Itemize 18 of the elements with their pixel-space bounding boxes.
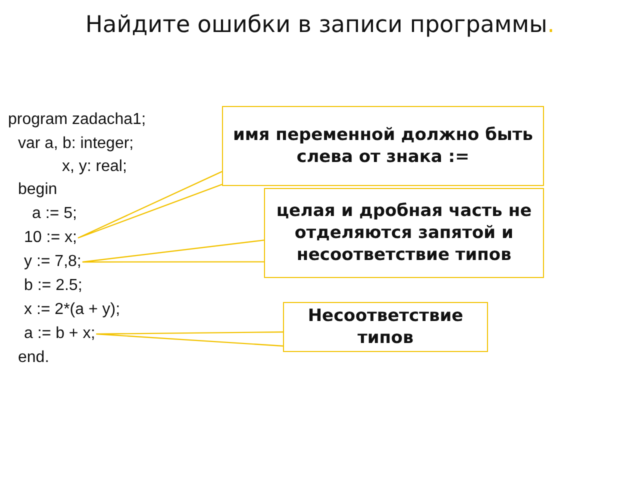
code-line: program zadacha1; [8, 110, 146, 130]
code-line: b := 2.5; [24, 276, 82, 296]
title: Найдите ошибки в записи программы. [84, 12, 556, 38]
callout-box: целая и дробная часть не отделяются запятой и несоответствие типов [264, 188, 544, 278]
code-line: end. [18, 348, 50, 368]
code-line: a := 5; [32, 204, 77, 224]
code-line: x, y: real; [62, 157, 127, 177]
callout-pointer [96, 331, 284, 347]
callout-pointer [77, 171, 223, 239]
code-line: x := 2*(a + y); [24, 300, 120, 320]
callout-box: имя переменной должно быть слева от знака := [222, 106, 544, 186]
callout-box: Несоответствие типов [283, 302, 488, 352]
callout-pointer [82, 240, 265, 263]
code-line: begin [18, 180, 58, 200]
code-line: var a, b: integer; [18, 134, 134, 154]
code-line: y := 7,8; [24, 252, 82, 272]
code-line: a := b + x; [24, 324, 96, 344]
code-line: 10 := x; [24, 228, 77, 248]
